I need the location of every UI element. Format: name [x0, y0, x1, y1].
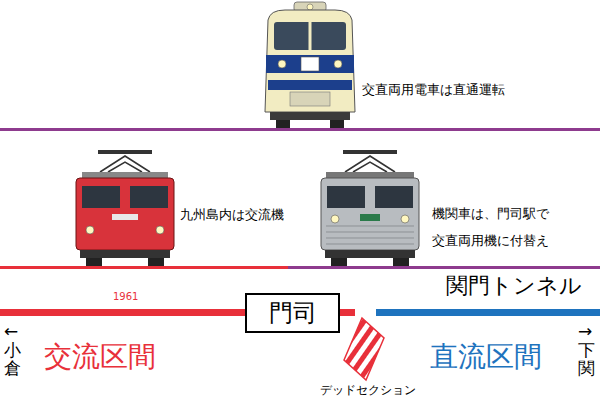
track-line [288, 266, 600, 269]
emu-train [265, 2, 355, 128]
dead-section-symbol [344, 318, 384, 380]
track-line [0, 266, 288, 269]
dc-section-bar [376, 309, 600, 316]
track-line [0, 128, 600, 131]
direction-label: ←小倉 [4, 322, 21, 378]
section-label: 直流区間 [430, 340, 542, 374]
dead-section-label: デッドセクション [320, 383, 416, 397]
year-label: 1961 [113, 291, 138, 303]
station-name: 門司 [269, 297, 317, 329]
note-text: 機関車は、門司駅で 交直両用機に付替え [432, 200, 554, 254]
ac-locomotive [76, 150, 174, 266]
section-label: 交流区間 [44, 340, 156, 374]
direction-label: →下関 [578, 322, 595, 378]
acdc-locomotive [321, 150, 419, 266]
tunnel-label: 関門トンネル [446, 273, 582, 299]
station-box: 門司 [245, 293, 340, 333]
note-text: 交直両用電車は直通運転 [362, 82, 505, 98]
note-text: 九州島内は交流機 [180, 207, 284, 223]
